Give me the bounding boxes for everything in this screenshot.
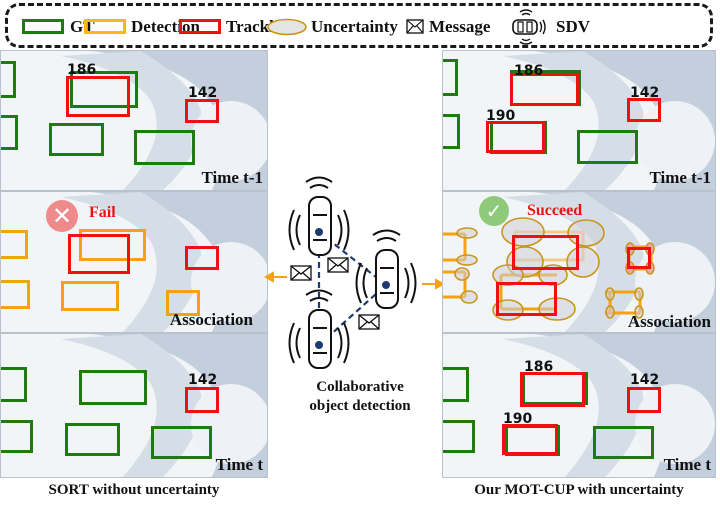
panel-label: Association xyxy=(627,312,711,331)
track-id-label: 190 xyxy=(503,411,533,427)
detection-box xyxy=(1,280,30,309)
legend-detection-swatch xyxy=(84,19,126,34)
gt-box xyxy=(443,59,458,96)
gt-box xyxy=(577,130,638,164)
track-id-label: 186 xyxy=(514,63,544,79)
envelope-icon xyxy=(358,314,380,330)
left-panel-association: ✕ Fail Association xyxy=(0,191,268,333)
car-icon-top xyxy=(288,176,350,256)
track-id-label: 142 xyxy=(188,85,218,101)
track-id-label: 186 xyxy=(524,359,554,375)
gt-box xyxy=(134,130,195,165)
tracklet-box xyxy=(627,387,661,413)
tracklet-box xyxy=(486,121,545,153)
legend-uncertainty-ellipse xyxy=(267,18,307,36)
detection-box xyxy=(79,229,146,261)
panel-label: Time t xyxy=(215,455,263,474)
tracklet-box xyxy=(68,234,130,274)
tracklet-box xyxy=(627,98,661,122)
legend-message-label: Message xyxy=(429,17,491,36)
gt-box xyxy=(49,123,104,156)
panel-label: Time t xyxy=(663,455,711,474)
detection-box xyxy=(1,230,28,259)
map-background xyxy=(503,334,715,477)
legend-gt-swatch xyxy=(22,19,64,34)
arrow-left xyxy=(263,271,287,283)
tracklet-box xyxy=(66,76,130,117)
collaborative-detection-diagram xyxy=(263,176,446,369)
tracklet-box xyxy=(627,247,651,269)
gt-box xyxy=(1,61,16,98)
gt-box xyxy=(443,367,469,402)
gt-box xyxy=(151,426,212,459)
panel-label: Association xyxy=(169,310,253,329)
right-panel-time-t-minus-1: 186 190 142 Time t-1 xyxy=(442,50,716,191)
gt-box xyxy=(65,423,120,456)
legend-uncertainty-label: Uncertainty xyxy=(311,17,398,36)
envelope-icon xyxy=(290,265,312,281)
right-panel-time-t: 186 190 142 Time t xyxy=(442,333,716,478)
left-panel-time-t-minus-1: 186 142 Time t-1 xyxy=(0,50,268,191)
center-label-line1: Collaborative xyxy=(316,379,404,395)
arrow-right xyxy=(422,278,446,290)
node-dot xyxy=(382,281,390,289)
car-icon-bottom xyxy=(288,289,350,369)
left-panel-time-t: 142 Time t xyxy=(0,333,268,478)
tracklet-box xyxy=(185,246,219,270)
tracklet-box xyxy=(185,387,219,413)
tracklet-box xyxy=(512,235,579,270)
check-icon: ✓ xyxy=(479,196,509,226)
car-icon-right xyxy=(355,229,417,309)
node-dot xyxy=(315,341,323,349)
track-id-label: 142 xyxy=(630,372,660,388)
detection-box xyxy=(61,281,119,311)
gt-box xyxy=(70,71,138,108)
gt-box xyxy=(443,114,460,149)
succeed-status: Succeed xyxy=(527,202,583,219)
track-id-label: 190 xyxy=(486,108,516,124)
gt-box xyxy=(1,115,18,150)
legend-tracklet-swatch xyxy=(179,19,221,34)
tracklet-box xyxy=(185,99,219,123)
node-dot xyxy=(315,228,323,236)
fail-status: Fail xyxy=(89,204,116,221)
tracklet-box xyxy=(496,282,557,316)
detection-box xyxy=(166,290,200,316)
gt-box xyxy=(79,370,147,405)
cross-icon: ✕ xyxy=(46,200,78,232)
envelope-icon xyxy=(327,257,349,273)
panel-label: Time t-1 xyxy=(649,168,711,187)
gt-box xyxy=(443,420,475,453)
tracklet-box xyxy=(502,424,558,455)
center-label: Collaborative object detection xyxy=(280,378,440,416)
envelope-icon xyxy=(406,19,424,34)
track-id-label: 142 xyxy=(188,372,218,388)
gt-box xyxy=(593,426,654,459)
panel-label: Time t-1 xyxy=(201,168,263,187)
tracklet-box xyxy=(510,73,579,106)
right-panel-association: ✓ Succeed Association xyxy=(442,191,716,333)
tracklet-box xyxy=(520,372,585,407)
gt-box xyxy=(1,420,33,453)
center-label-line2: object detection xyxy=(309,398,411,414)
track-id-label: 142 xyxy=(630,85,660,101)
car-icon xyxy=(512,9,546,45)
legend-sdv-label: SDV xyxy=(556,17,591,36)
left-caption: SORT without uncertainty xyxy=(48,482,220,498)
gt-box xyxy=(1,367,27,402)
track-id-label: 186 xyxy=(67,62,97,78)
legend: GT Detection Tracklet Uncertainty Messag… xyxy=(5,3,713,48)
right-caption: Our MOT-CUP with uncertainty xyxy=(474,482,684,498)
